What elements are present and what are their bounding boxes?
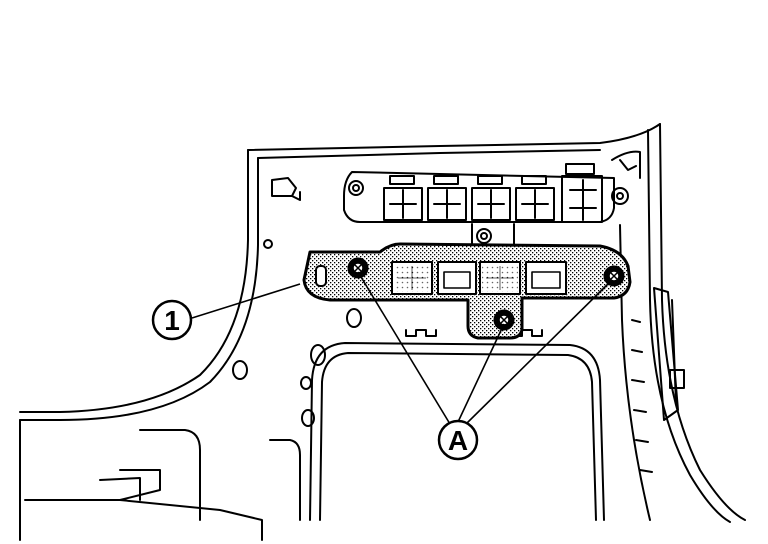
screw-a-center: [493, 309, 515, 331]
leader-lines: [191, 271, 613, 425]
bracket-part-1: [302, 242, 632, 340]
callout-1-label: 1: [164, 305, 180, 336]
instrument-panel-outline: [19, 123, 746, 541]
screw-a-left: [347, 257, 369, 279]
callout-a: A: [437, 419, 479, 461]
callout-a-label: A: [448, 425, 468, 456]
screw-a-right: [603, 265, 625, 287]
callout-1: 1: [151, 299, 193, 341]
